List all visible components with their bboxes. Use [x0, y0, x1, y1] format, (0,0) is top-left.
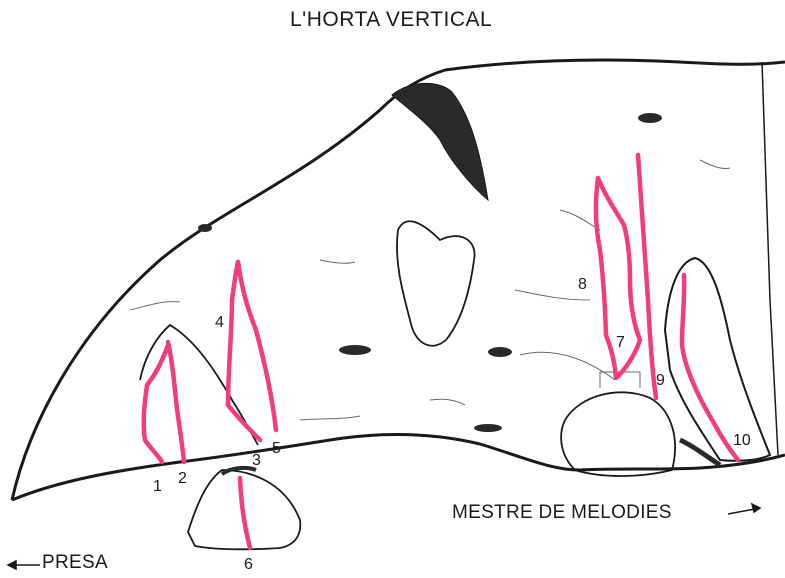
pocket [488, 347, 512, 357]
route-4 [238, 262, 276, 430]
route-10 [682, 275, 738, 460]
pocket [198, 224, 212, 232]
pocket [474, 424, 502, 432]
route-number-4: 4 [215, 314, 224, 332]
central-bulge [397, 221, 475, 345]
route-number-1: 1 [153, 478, 162, 496]
route-2 [168, 342, 184, 462]
pocket [638, 113, 662, 123]
lower-boulder [561, 392, 675, 476]
route-1 [144, 345, 168, 462]
route-number-8: 8 [578, 276, 587, 294]
direction-label-left: PRESA [42, 552, 108, 574]
route-number-6: 6 [244, 556, 253, 574]
route-number-7: 7 [616, 334, 625, 352]
dark-fissure [392, 83, 488, 200]
direction-label-right: MESTRE DE MELODIES [452, 502, 672, 524]
route-9 [638, 155, 656, 398]
route-number-5: 5 [272, 440, 281, 458]
route-6 [240, 478, 250, 548]
pocket [339, 345, 371, 355]
diagram-title: L'HORTA VERTICAL [290, 8, 492, 32]
right-edge [762, 62, 778, 455]
arrow-left-icon [8, 561, 40, 569]
left-flake [140, 325, 258, 445]
route-number-2: 2 [178, 470, 187, 488]
arrow-right-icon [728, 504, 760, 514]
crag-base [12, 434, 785, 500]
route-number-10: 10 [733, 432, 751, 450]
route-number-9: 9 [656, 372, 665, 390]
route-number-3: 3 [252, 452, 261, 470]
